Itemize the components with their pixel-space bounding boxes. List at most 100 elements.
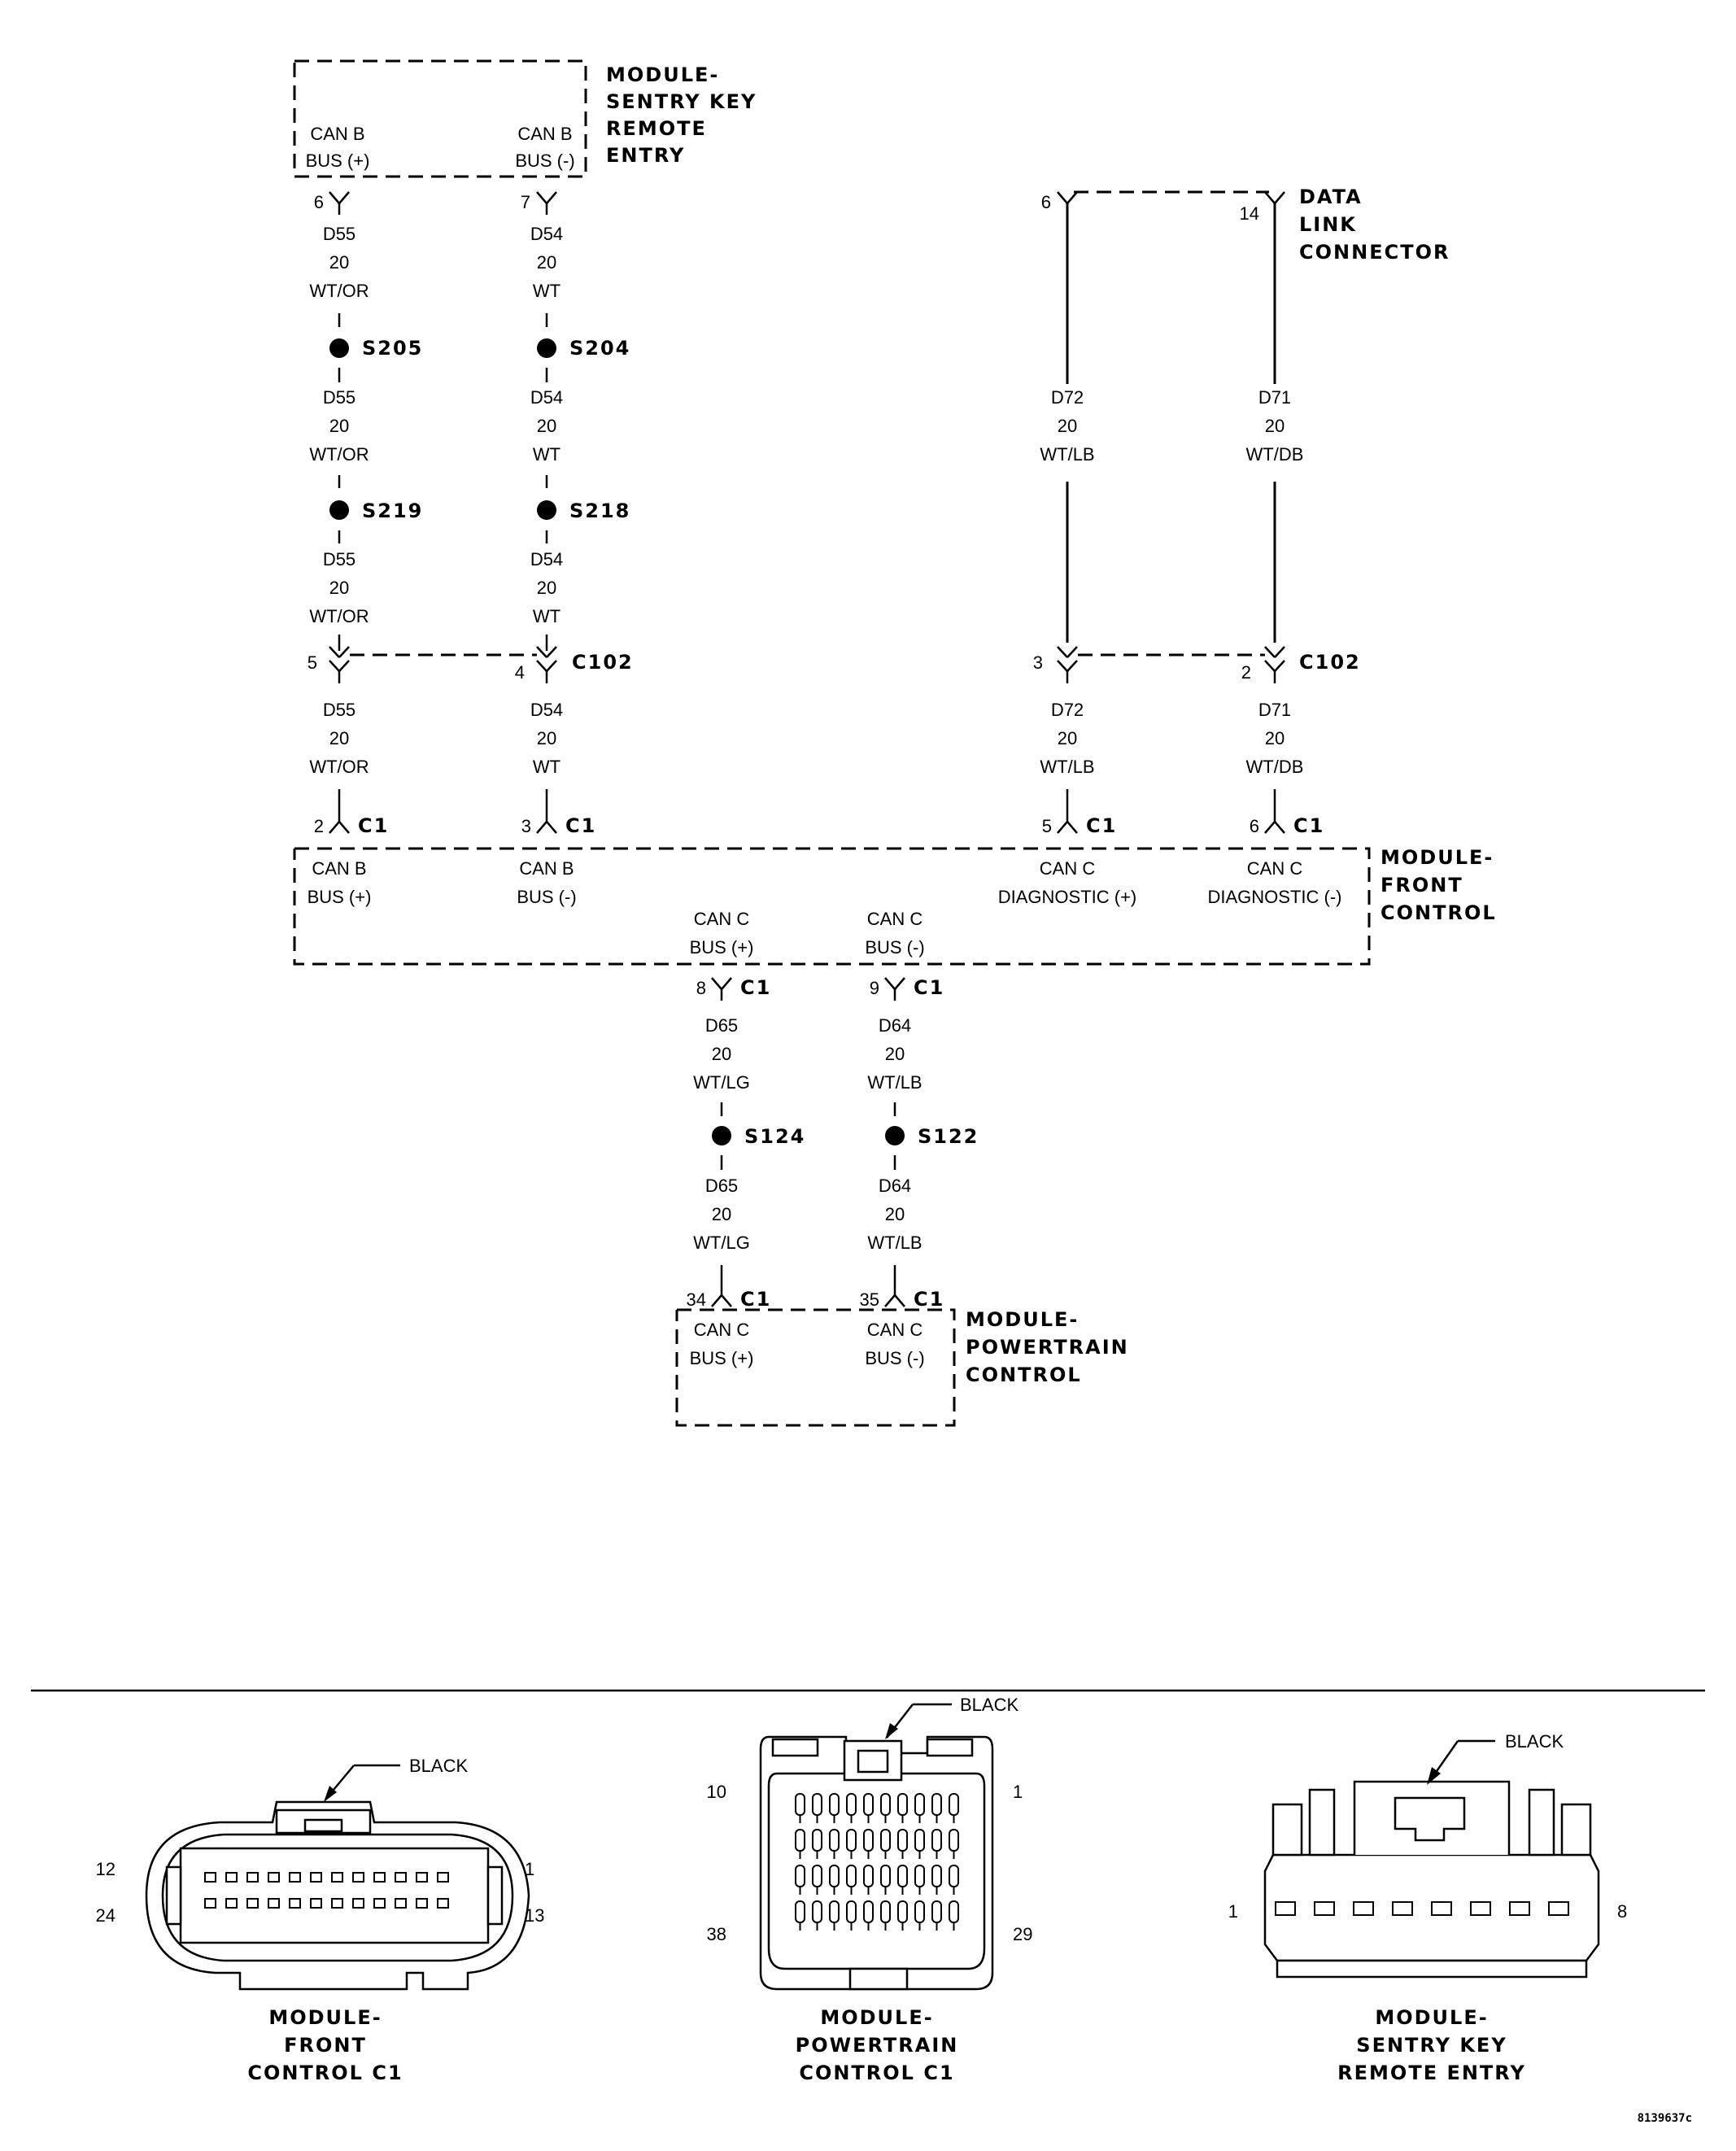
svg-text:CAN C: CAN C (694, 909, 750, 929)
connector-pin-cavity (931, 1865, 942, 1887)
svg-text:WT/OR: WT/OR (309, 757, 369, 777)
svg-text:20: 20 (537, 578, 556, 598)
connector-pin-cavity (949, 1829, 959, 1852)
connector-pin-cavity (246, 1872, 259, 1883)
svg-text:3: 3 (521, 816, 531, 836)
svg-text:6: 6 (314, 192, 324, 212)
svg-text:POWERTRAIN: POWERTRAIN (796, 2034, 959, 2057)
connector-pin-cavity (846, 1793, 857, 1816)
connector-pin-cavity (931, 1900, 942, 1923)
svg-text:8: 8 (1617, 1901, 1627, 1922)
svg-text:BUS (-): BUS (-) (865, 1348, 924, 1368)
svg-text:12: 12 (96, 1859, 116, 1879)
connector-pin-cavity (1548, 1901, 1569, 1916)
connector-pin-cavity (1314, 1901, 1335, 1916)
svg-text:D55: D55 (323, 387, 355, 408)
connector-pin-cavity (863, 1829, 874, 1852)
svg-text:D72: D72 (1051, 700, 1084, 720)
svg-text:S122: S122 (918, 1125, 979, 1148)
connector-pin-cavity (931, 1829, 942, 1852)
connector-pin-cavity (246, 1898, 259, 1909)
c102-right-label: C102 (1299, 651, 1361, 674)
connector-pin-cavity (795, 1865, 805, 1887)
figure-id: 8139637c (1638, 2112, 1692, 2125)
fcm-can-c-bus-plus-label: CAN C BUS (+) (690, 909, 754, 958)
svg-text:20: 20 (1058, 416, 1077, 436)
sentry-key-connector-view: BLACK 1 8 MODULE- SENTRY KEY REMOTE ENTR… (1228, 1731, 1628, 2084)
svg-text:D65: D65 (705, 1015, 738, 1036)
svg-text:MODULE-: MODULE- (966, 1308, 1079, 1331)
svg-text:D54: D54 (530, 387, 563, 408)
powertrain-module-title: MODULE- POWERTRAIN CONTROL (966, 1308, 1128, 1386)
svg-text:WT/LB: WT/LB (1040, 757, 1094, 777)
svg-text:4: 4 (515, 662, 525, 683)
connector-pin-cavity (863, 1865, 874, 1887)
splice-s205-dot (329, 338, 349, 358)
connector-pin-cavity (846, 1865, 857, 1887)
connector-pin-cavity (1353, 1901, 1374, 1916)
front-control-module-title: MODULE- FRONT CONTROL (1381, 846, 1495, 924)
svg-text:WT: WT (533, 444, 560, 465)
svg-text:REMOTE: REMOTE (606, 117, 707, 140)
connector-pin-cavity (812, 1900, 822, 1923)
svg-text:BUS (+): BUS (+) (690, 937, 754, 958)
svg-text:SENTRY KEY: SENTRY KEY (1356, 2034, 1507, 2057)
svg-text:CAN C: CAN C (867, 909, 923, 929)
svg-text:CAN C: CAN C (1040, 858, 1096, 879)
svg-text:S124: S124 (744, 1125, 805, 1148)
svg-text:D55: D55 (323, 224, 355, 244)
wire-d65-column: 8 C1 D65 20 WT/LG S124 D65 20 WT/LG 34 C… (687, 976, 805, 1311)
svg-text:9: 9 (870, 978, 879, 998)
svg-text:29: 29 (1013, 1924, 1032, 1944)
svg-text:DIAGNOSTIC (-): DIAGNOSTIC (-) (1208, 887, 1342, 907)
svg-text:20: 20 (329, 728, 349, 748)
connector-pin-cavity (914, 1865, 925, 1887)
connector-pin-cavity (846, 1900, 857, 1923)
connector-pin-cavity (395, 1898, 407, 1909)
connector-pin-cavity (1509, 1901, 1530, 1916)
svg-text:6: 6 (1041, 192, 1051, 212)
svg-text:20: 20 (329, 416, 349, 436)
wire-d71-column: D71 20 WT/DB 2 D71 20 WT/DB 6 C1 (1241, 203, 1323, 837)
svg-text:REMOTE ENTRY: REMOTE ENTRY (1337, 2062, 1526, 2084)
svg-text:C1: C1 (1086, 814, 1117, 837)
connector-pin-cavity (331, 1872, 343, 1883)
svg-text:MODULE-: MODULE- (1375, 2006, 1488, 2029)
connector-pin-cavity (812, 1865, 822, 1887)
svg-text:20: 20 (537, 416, 556, 436)
data-link-connector: 6 14 DATA LINK CONNECTOR (1041, 185, 1449, 264)
connector-pin-cavity (897, 1900, 908, 1923)
connector-pin-cavity (863, 1793, 874, 1816)
sentry-key-module-title: MODULE- SENTRY KEY REMOTE ENTRY (606, 63, 755, 167)
svg-text:20: 20 (1265, 728, 1285, 748)
svg-text:WT/OR: WT/OR (309, 281, 369, 301)
connector-pin-cavity (880, 1900, 891, 1923)
svg-text:MODULE-: MODULE- (606, 63, 719, 86)
connector-pin-cavity (897, 1829, 908, 1852)
svg-text:CONTROL: CONTROL (966, 1363, 1082, 1386)
connector-pin-cavity (268, 1872, 280, 1883)
svg-text:CAN C: CAN C (1247, 858, 1303, 879)
svg-text:DATA: DATA (1299, 185, 1363, 208)
svg-text:C1: C1 (358, 814, 389, 837)
splice-s124-dot (712, 1126, 731, 1145)
svg-text:WT/LB: WT/LB (867, 1233, 922, 1253)
svg-text:WT/DB: WT/DB (1246, 757, 1304, 777)
connector-pin-cavity (395, 1872, 407, 1883)
svg-text:CONTROL C1: CONTROL C1 (247, 2062, 403, 2084)
connector-pin-cavity (863, 1900, 874, 1923)
wire-d64-column: 9 C1 D64 20 WT/LB S122 D64 20 WT/LB 35 C… (860, 976, 979, 1311)
svg-text:20: 20 (1265, 416, 1285, 436)
powertrain-c1-connector-view: BLACK 10 1 38 29 MODULE- POWERTRAIN CONT… (707, 1695, 1033, 2084)
connector-pin-cavity (289, 1872, 301, 1883)
sentry-can-b-plus-label: CAN B BUS (+) (306, 124, 370, 171)
svg-text:20: 20 (885, 1204, 905, 1224)
svg-text:BLACK: BLACK (1505, 1731, 1564, 1752)
connector-pin-cavity (880, 1865, 891, 1887)
svg-text:D54: D54 (530, 700, 563, 720)
svg-text:BUS (+): BUS (+) (308, 887, 372, 907)
connector-pin-cavity (914, 1900, 925, 1923)
svg-text:2: 2 (314, 816, 324, 836)
svg-text:5: 5 (308, 652, 317, 673)
